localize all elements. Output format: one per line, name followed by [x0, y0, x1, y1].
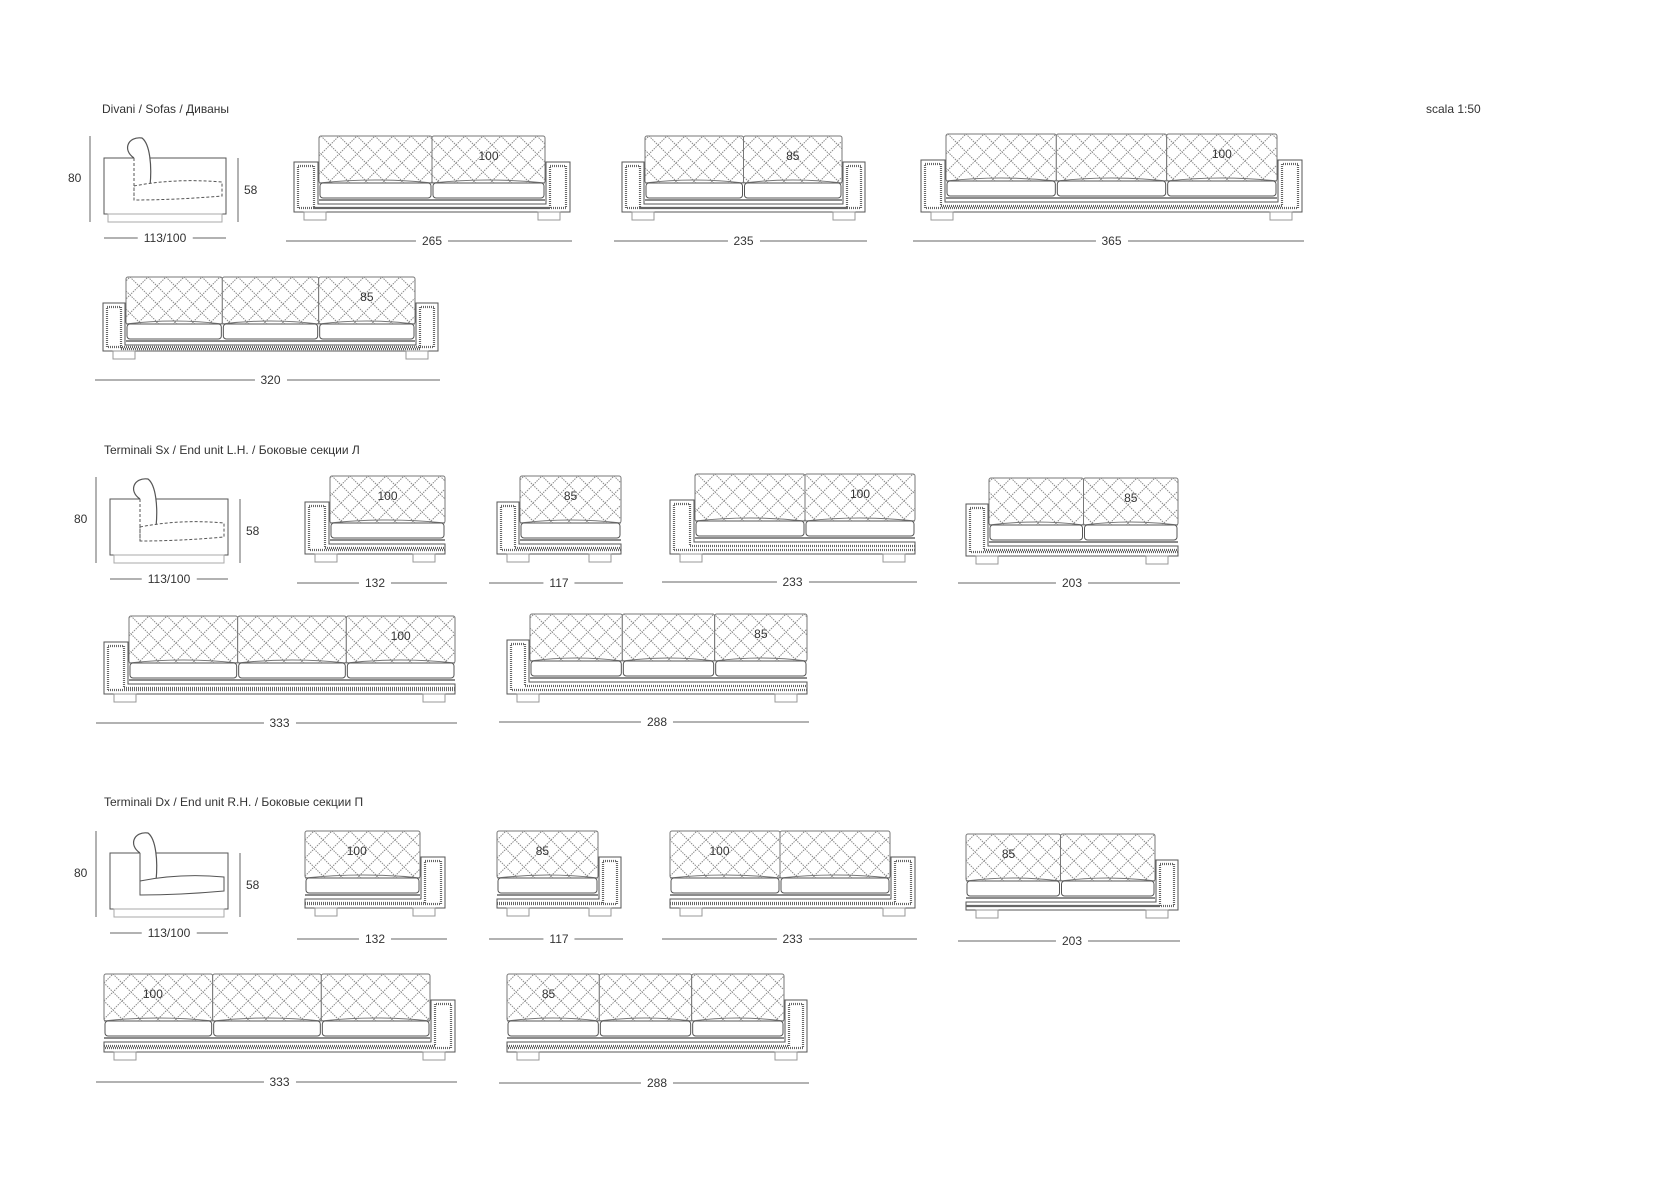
back-depth-label: 85: [360, 290, 374, 304]
width-dimension-label: 265: [415, 234, 449, 248]
width-dimension-label: 132: [358, 932, 392, 946]
front-view-end-right-132: 100 132: [297, 830, 447, 948]
back-depth-label: 85: [563, 489, 578, 503]
width-dimension-label: 117: [543, 932, 575, 946]
seat-height-label: 58: [244, 183, 258, 197]
back-depth-label: 85: [535, 844, 550, 858]
back-depth-label: 85: [786, 149, 800, 163]
front-view-end-left-132: 100 132: [297, 475, 447, 592]
back-depth-label: 100: [142, 987, 163, 1001]
back-depth-label: 85: [541, 987, 556, 1001]
width-dimension-label: 333: [263, 716, 296, 730]
width-dimension-label: 233: [776, 932, 809, 946]
back-depth-label: 100: [390, 629, 411, 643]
width-dimension-label: 117: [543, 576, 575, 590]
section-title-sofas: Divani / Sofas / Диваны: [102, 102, 230, 116]
back-depth-label: 85: [1124, 491, 1138, 505]
side-view-sofas: 80 58 113/100: [68, 126, 258, 252]
front-view-end-left-233: 100 233: [662, 473, 917, 591]
scale-label: scala 1:50: [1426, 102, 1481, 116]
front-view-sofas-265: 100 265: [286, 135, 572, 250]
back-depth-label: 100: [1211, 147, 1232, 161]
width-dimension-label: 288: [640, 1076, 674, 1090]
width-dimension-label: 233: [776, 575, 809, 589]
front-view-end-left-288: 85 288: [499, 613, 809, 731]
back-depth-label: 85: [1001, 847, 1016, 861]
width-dimension-label: 203: [1055, 934, 1089, 948]
front-view-end-left-203: 85 203: [958, 477, 1180, 592]
width-dimension-label: 132: [358, 576, 392, 590]
width-dimension-label: 235: [727, 234, 760, 248]
side-view-end-left: 80 58 113/100: [74, 467, 260, 593]
height-total-label: 80: [74, 512, 88, 526]
front-view-end-right-288: 85 288: [499, 973, 809, 1092]
seat-height-label: 58: [246, 524, 260, 538]
back-depth-label: 100: [709, 844, 730, 858]
section-title-end-right: Terminali Dx / End unit R.H. / Боковые с…: [104, 795, 364, 809]
front-view-end-left-117: 85 117: [489, 475, 623, 592]
depth-label: 113/100: [141, 926, 197, 940]
back-depth-label: 100: [478, 149, 499, 163]
back-depth-label: 100: [346, 844, 367, 858]
depth-label: 113/100: [141, 572, 197, 586]
front-view-end-left-333: 100 333: [96, 615, 457, 732]
front-view-sofas-235: 85 235: [614, 135, 867, 250]
back-depth-label: 100: [849, 487, 871, 501]
width-dimension-label: 365: [1095, 234, 1128, 248]
seat-height-label: 58: [246, 878, 260, 892]
width-dimension-label: 333: [263, 1075, 296, 1089]
width-dimension-label: 288: [640, 715, 674, 729]
front-view-end-right-117: 85 117: [489, 830, 623, 948]
width-dimension-label: 203: [1055, 576, 1089, 590]
front-view-end-right-233: 100 233: [662, 830, 917, 948]
height-total-label: 80: [68, 171, 82, 185]
side-view-end-right: 80 58 113/100: [74, 821, 260, 947]
back-depth-label: 85: [754, 627, 768, 641]
front-view-sofas-320: 85 320: [95, 276, 440, 389]
back-depth-label: 100: [377, 489, 398, 503]
front-view-end-right-333: 100 333: [96, 973, 457, 1091]
width-dimension-label: 320: [254, 373, 287, 387]
height-total-label: 80: [74, 866, 88, 880]
depth-label: 113/100: [137, 231, 193, 245]
front-view-sofas-365: 100 365: [913, 133, 1304, 250]
front-view-end-right-203: 85 203: [958, 833, 1180, 950]
section-title-end-left: Terminali Sx / End unit L.H. / Боковые с…: [104, 443, 360, 457]
